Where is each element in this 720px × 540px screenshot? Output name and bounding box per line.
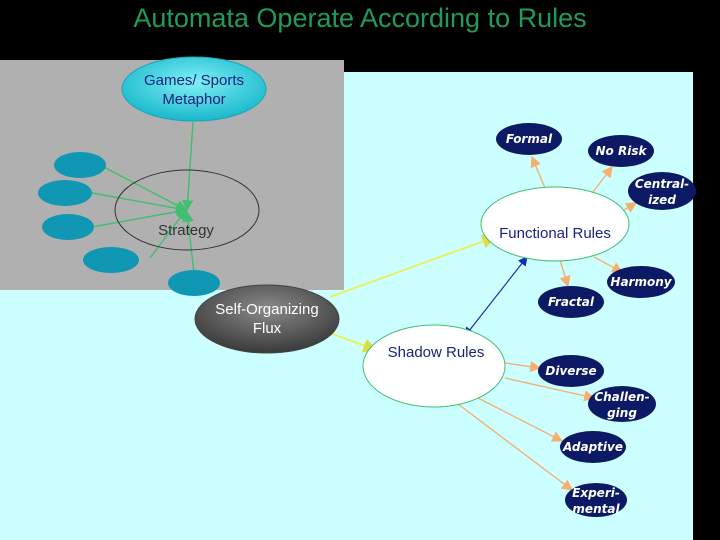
- teal-node-3: [42, 214, 94, 240]
- self-organizing-label-1: Self-Organizing: [215, 301, 318, 318]
- formal-label: Formal: [506, 132, 553, 146]
- harmony-label: Harmony: [610, 275, 672, 289]
- slide-title: Automata Operate According to Rules: [133, 3, 587, 33]
- flux-connectors: [329, 234, 497, 353]
- no-risk-node: No Risk: [588, 135, 654, 167]
- centralized-label-2: ized: [648, 193, 676, 207]
- fractal-label: Fractal: [548, 295, 595, 309]
- teal-node-2: [38, 180, 92, 206]
- teal-nodes: [38, 152, 220, 296]
- teal-node-4: [83, 247, 139, 273]
- shadow-rules-node: Shadow Rules: [362, 324, 506, 408]
- no-risk-label: No Risk: [596, 144, 648, 158]
- challenging-label-2: ging: [607, 406, 637, 420]
- shadow-connectors: [457, 361, 596, 491]
- strategy-node: Strategy: [114, 169, 260, 251]
- formal-node: Formal: [496, 123, 562, 155]
- experimental-label-2: mental: [572, 502, 620, 516]
- teal-node-1: [54, 152, 106, 178]
- challenging-label-1: Challen-: [594, 390, 649, 404]
- adaptive-node: Adaptive: [560, 431, 626, 463]
- self-organizing-label-2: Flux: [253, 320, 282, 337]
- games-sports-label-1: Games/ Sports: [144, 72, 244, 89]
- functional-rules-label: Functional Rules: [499, 225, 611, 242]
- rules-link-arrow: [464, 256, 528, 337]
- functional-rules-node: Functional Rules: [480, 186, 630, 262]
- diverse-node: Diverse: [538, 355, 604, 387]
- experimental-label-1: Experi-: [572, 486, 620, 500]
- challenging-node: Challen- ging: [588, 386, 656, 422]
- experimental-node: Experi- mental: [565, 483, 627, 517]
- diverse-label: Diverse: [545, 364, 596, 378]
- self-organizing-flux-node: Self-Organizing Flux: [194, 284, 340, 354]
- games-sports-label-2: Metaphor: [162, 91, 225, 108]
- functional-connectors: [530, 155, 638, 288]
- strategy-connectors: [91, 121, 195, 274]
- harmony-node: Harmony: [607, 266, 675, 298]
- strategy-label: Strategy: [158, 222, 214, 239]
- games-sports-node: Games/ Sports Metaphor: [121, 56, 267, 122]
- centralized-node: Central- ized: [628, 172, 696, 210]
- adaptive-label: Adaptive: [562, 440, 623, 454]
- teal-node-5: [168, 270, 220, 296]
- shadow-rules-label: Shadow Rules: [388, 344, 485, 361]
- fractal-node: Fractal: [538, 286, 604, 318]
- centralized-label-1: Central-: [635, 177, 689, 191]
